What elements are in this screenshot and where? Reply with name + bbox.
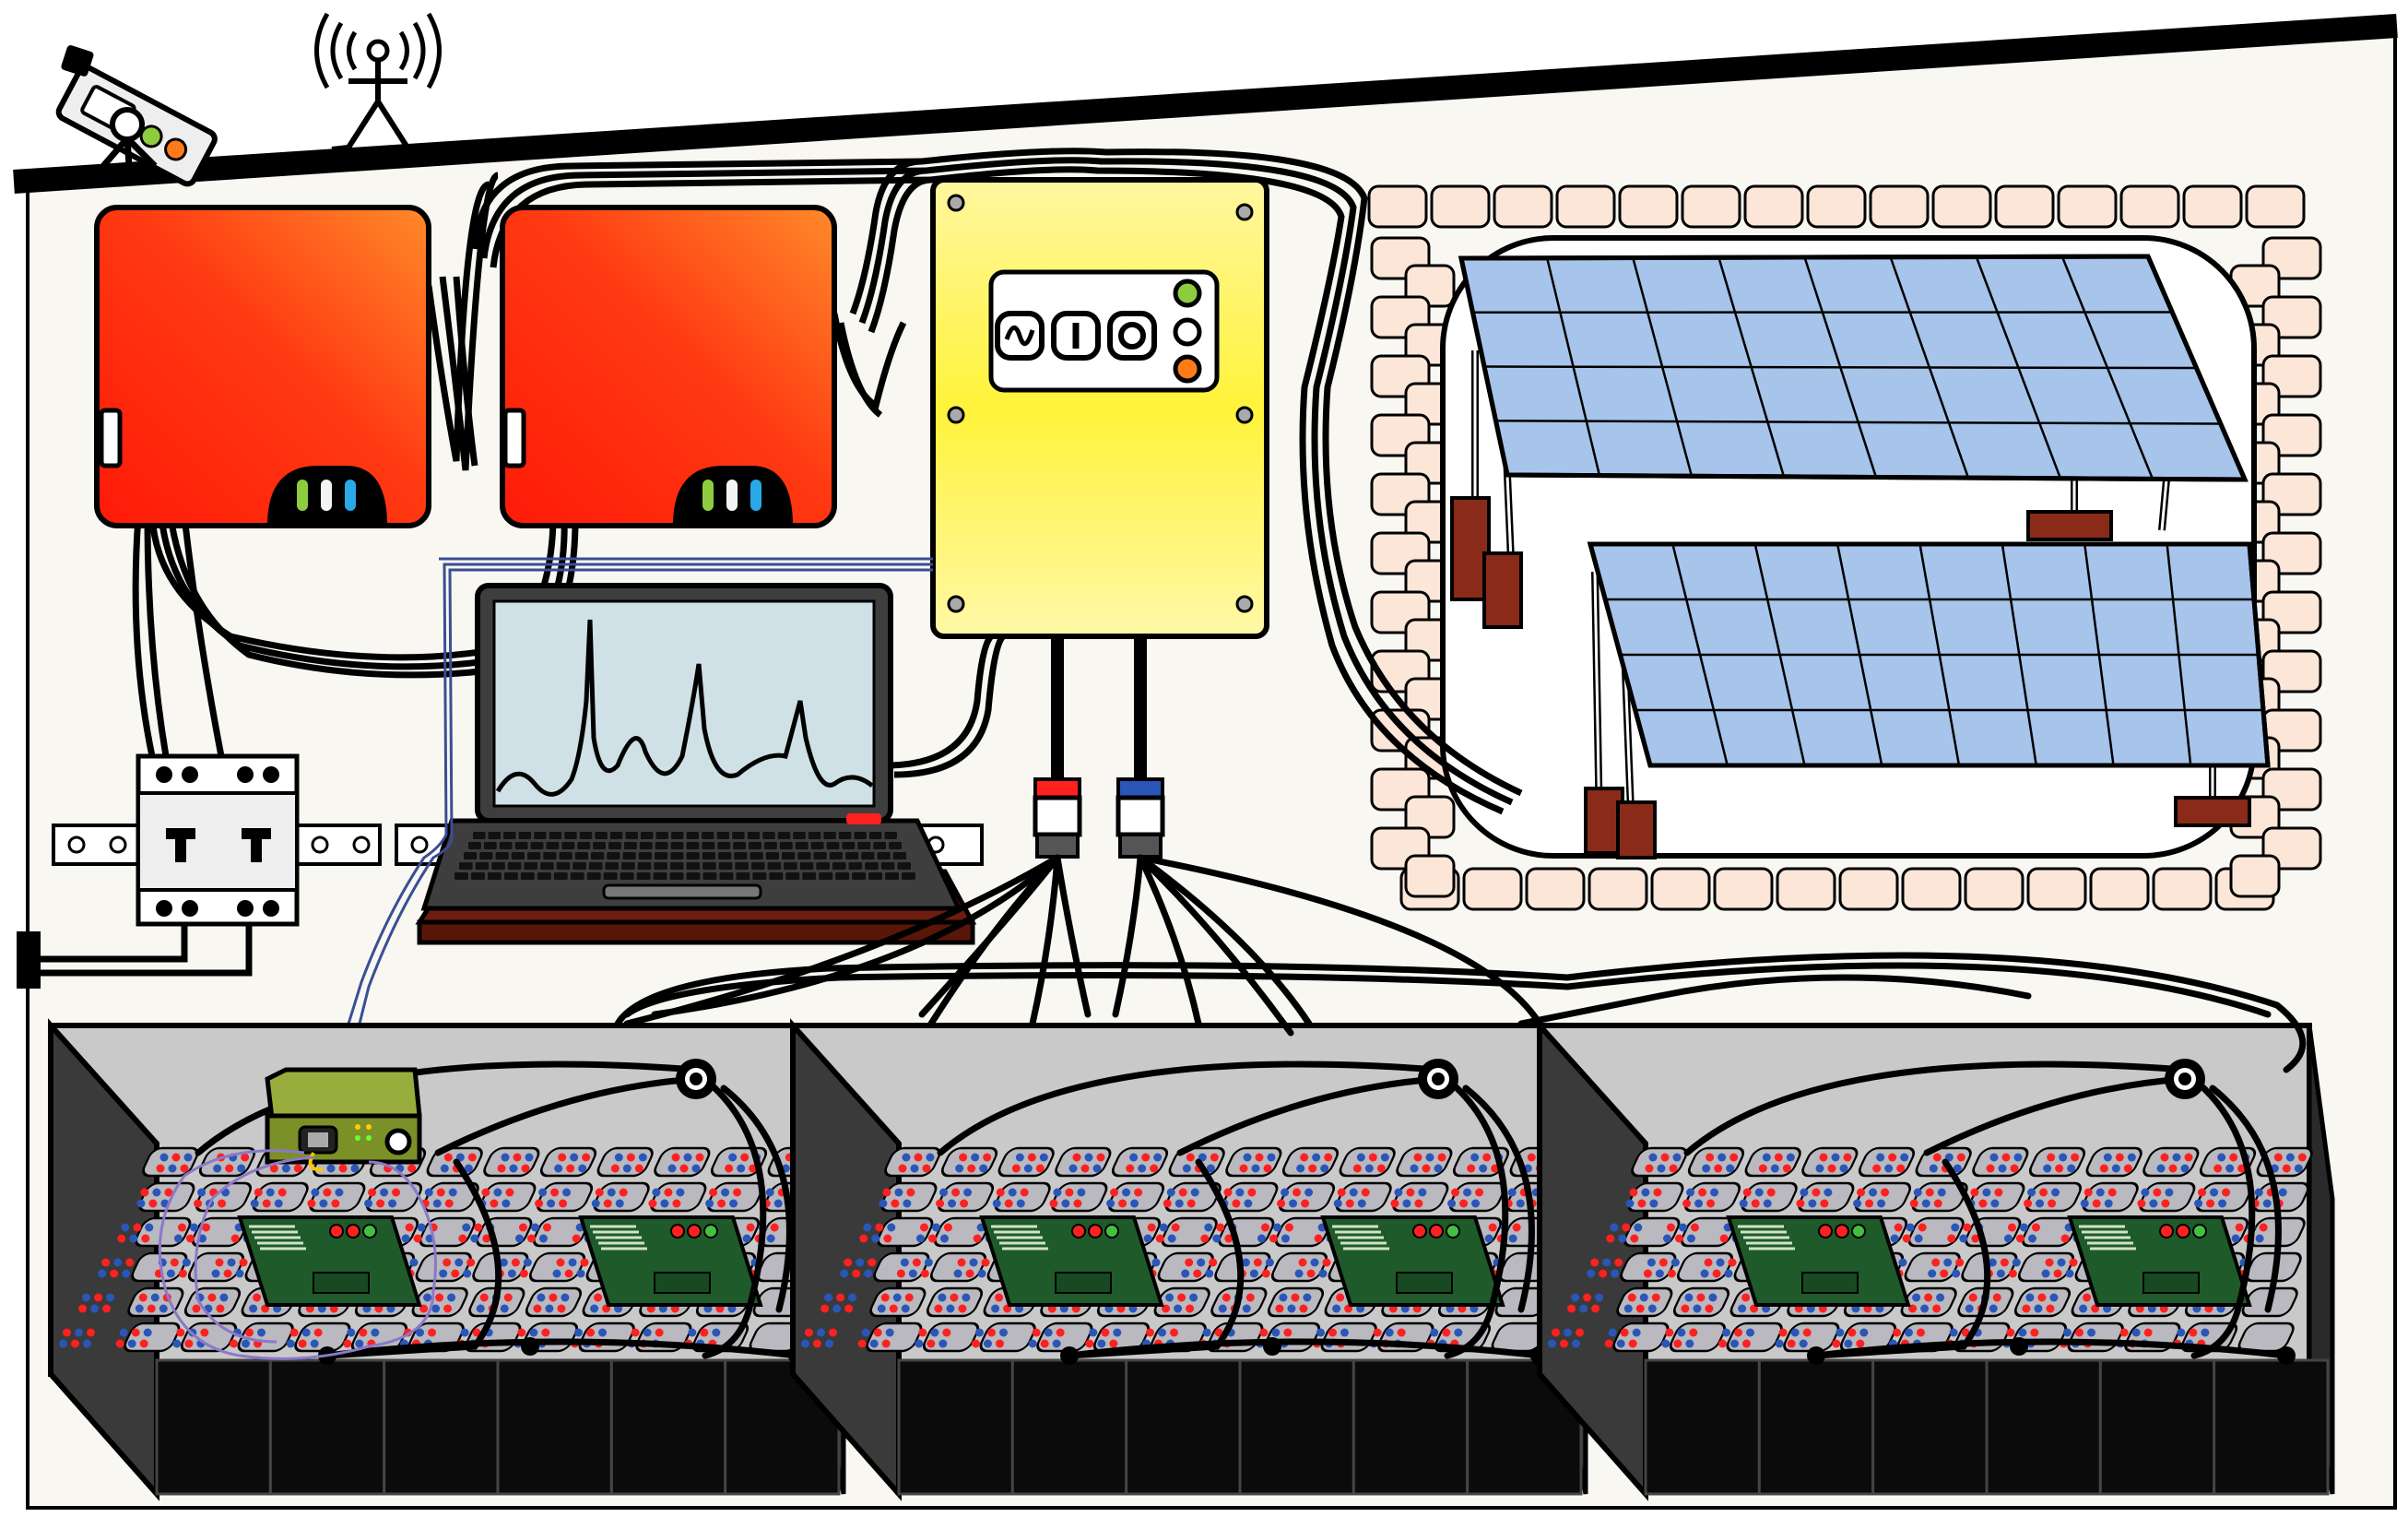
brick <box>1462 867 1523 911</box>
battery-interconnect-cables <box>614 854 2307 1073</box>
battery-management-board <box>578 1215 763 1307</box>
controller-output-fuses <box>1033 636 1165 859</box>
laptop-keyboard <box>454 832 915 880</box>
battery-bank <box>1537 1018 2335 1501</box>
brick <box>1618 184 1679 229</box>
battery-block <box>1125 1358 1242 1496</box>
brick <box>1964 867 2024 911</box>
brick <box>1430 184 1491 229</box>
brick <box>2089 867 2150 911</box>
brick <box>2182 184 2243 229</box>
brick <box>1493 184 1553 229</box>
brick <box>1588 867 1648 911</box>
battery-management-board <box>237 1215 422 1307</box>
brick <box>1776 867 1836 911</box>
touchpad <box>602 883 762 900</box>
battery-block <box>2098 1358 2216 1496</box>
brick <box>1367 184 1428 229</box>
brick <box>1650 867 1711 911</box>
brick <box>2119 184 2180 229</box>
brick <box>2057 184 2118 229</box>
battery-block <box>724 1358 841 1496</box>
antenna-icon <box>314 12 442 152</box>
brick <box>2152 867 2213 911</box>
battery-block <box>609 1358 727 1496</box>
sense-wire <box>158 1149 437 1360</box>
brick <box>2229 854 2281 898</box>
solar-panel-bottom <box>1587 541 2271 768</box>
sine-wave-icon <box>995 311 1045 361</box>
battery-management-board <box>1726 1215 1911 1307</box>
charge-controller <box>930 177 1269 639</box>
brick <box>1525 867 1586 911</box>
battery-block <box>1757 1358 1875 1496</box>
brick <box>1838 867 1899 911</box>
brick <box>1901 867 1962 911</box>
brick <box>1713 867 1774 911</box>
brick <box>2026 867 2087 911</box>
brick <box>1806 184 1867 229</box>
battery-block <box>2213 1358 2330 1496</box>
battery-block <box>383 1358 500 1496</box>
battery-block <box>1238 1358 1355 1496</box>
inverter-2 <box>500 205 837 528</box>
battery-monitor-gateway <box>265 1067 422 1172</box>
laptop <box>415 583 977 945</box>
battery-bank <box>48 1018 846 1501</box>
brick <box>1743 184 1804 229</box>
circuit-breaker <box>136 753 300 927</box>
roof-edge <box>13 14 2398 194</box>
brick <box>1681 184 1741 229</box>
ring-icon <box>1107 311 1157 361</box>
battery-block <box>1352 1358 1470 1496</box>
battery-block <box>1010 1358 1128 1496</box>
brick <box>1404 854 1456 898</box>
brick <box>1869 184 1930 229</box>
battery-block <box>155 1358 272 1496</box>
battery-block <box>1985 1358 2102 1496</box>
solar-array <box>1450 254 2271 859</box>
laptop-screen <box>492 599 876 808</box>
brick <box>1555 184 1616 229</box>
battery-block <box>496 1358 613 1496</box>
battery-block <box>1644 1358 1761 1496</box>
wall-outlet <box>17 931 41 989</box>
brick <box>1994 184 2055 229</box>
solar-panel-top <box>1458 254 2249 482</box>
battery-banks <box>48 1018 2335 1501</box>
controller-display-panel <box>988 269 1220 393</box>
brick <box>2245 184 2306 229</box>
battery-management-board <box>2067 1215 2252 1307</box>
inverter-1 <box>94 205 431 528</box>
weather-sensor-icon <box>55 45 218 187</box>
power-icon <box>1051 311 1101 361</box>
brick <box>1931 184 1992 229</box>
battery-bank <box>790 1018 1588 1501</box>
battery-management-board <box>979 1215 1164 1307</box>
battery-block <box>1871 1358 1989 1496</box>
battery-block <box>897 1358 1014 1496</box>
battery-block <box>268 1358 386 1496</box>
battery-management-board <box>1320 1215 1505 1307</box>
